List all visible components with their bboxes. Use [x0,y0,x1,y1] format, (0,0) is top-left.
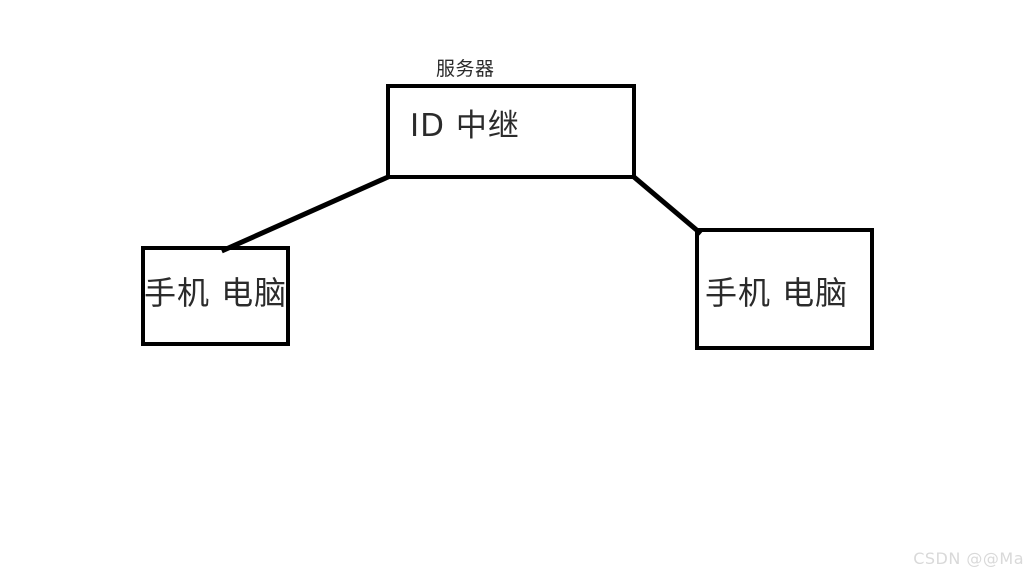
server-node-label: ID 中继 [410,108,520,144]
left-client-node-label: 手机 电脑 [144,274,288,312]
right-client-node-box[interactable] [695,228,874,350]
connector-server-to-left-client [220,173,392,254]
csdn-watermark: CSDN @@Ma [913,549,1024,568]
connector-server-to-right-client [630,173,703,236]
right-client-node-label: 手机 电脑 [705,274,849,312]
left-client-node-box[interactable] [141,246,290,346]
server-node-caption: 服务器 [436,58,495,80]
server-node-box[interactable] [386,84,636,179]
